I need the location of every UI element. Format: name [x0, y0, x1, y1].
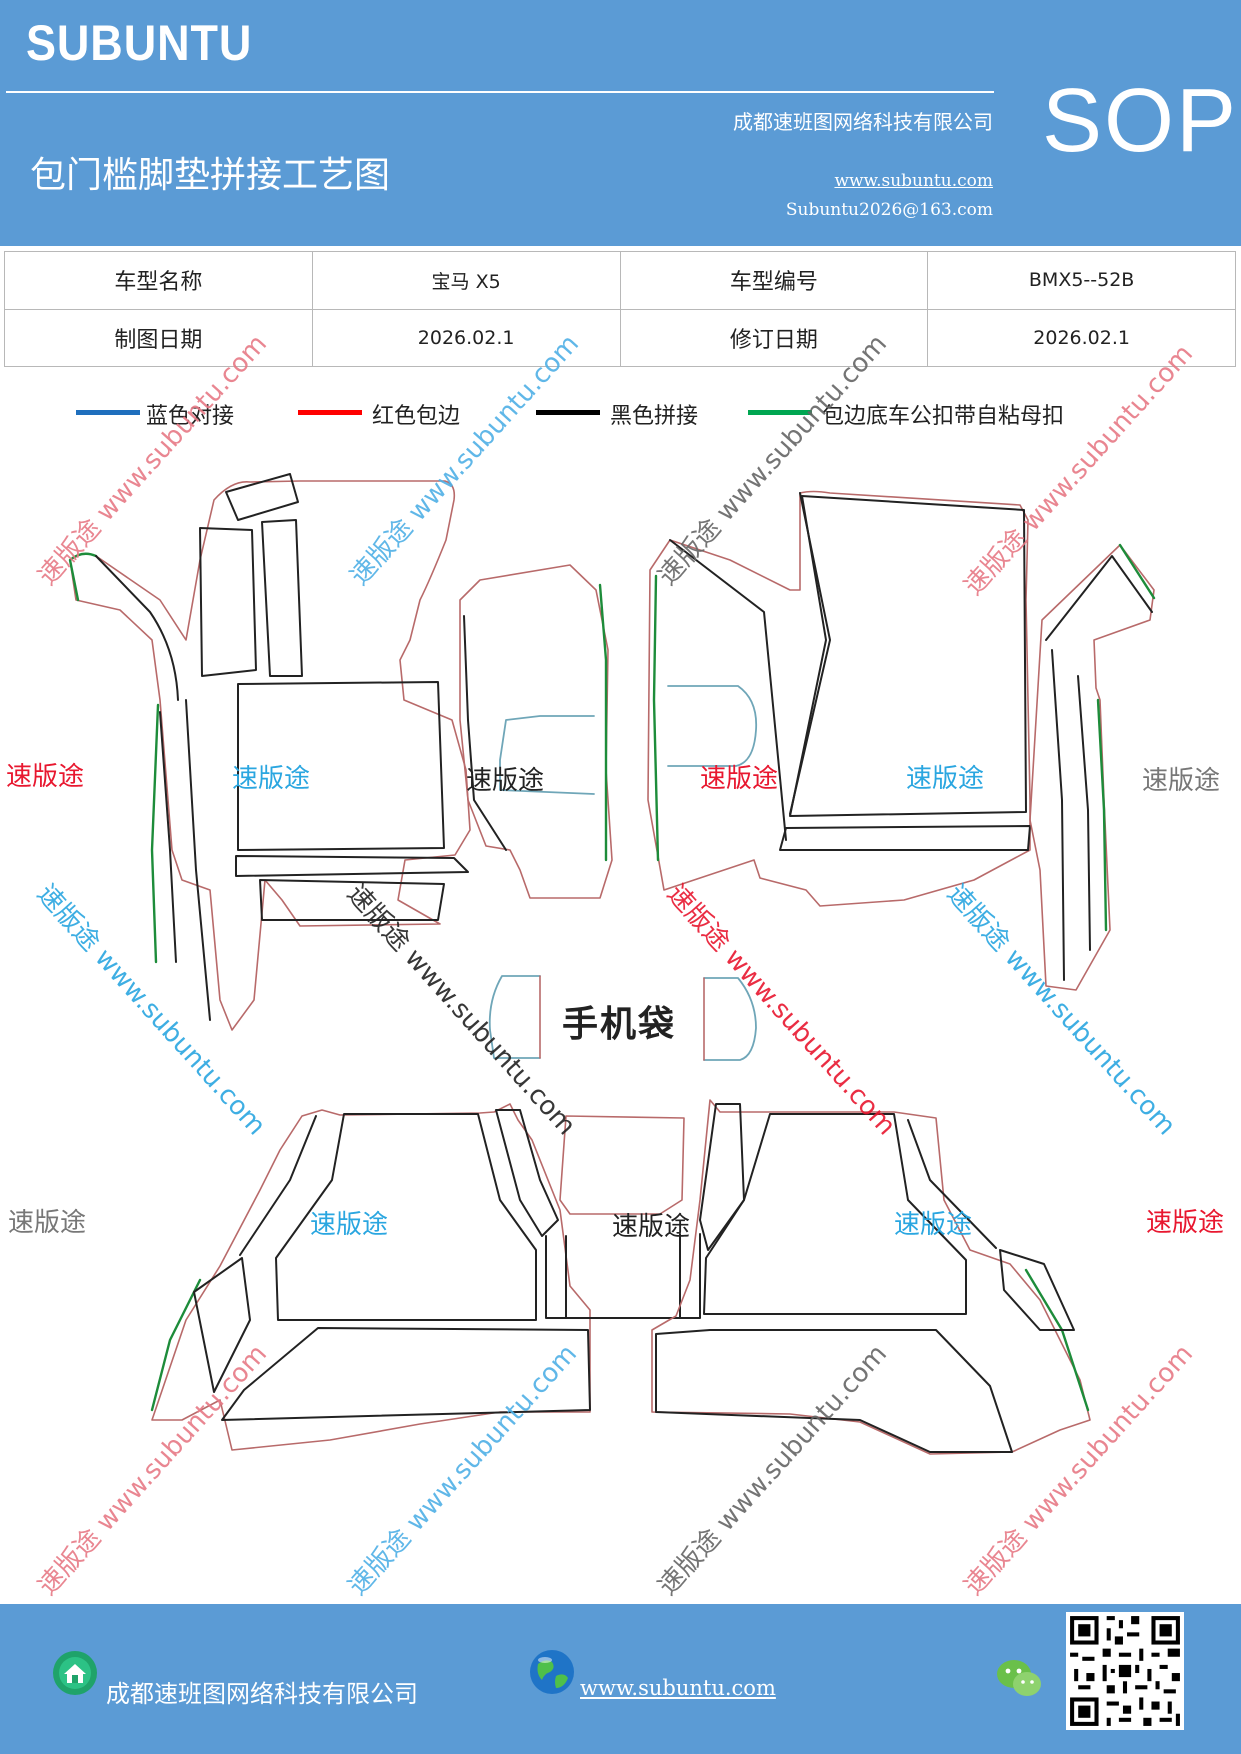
table-row: 车型名称 宝马 X5 车型编号 BMX5--52B [4, 251, 1236, 310]
front-right-mat [647, 490, 1031, 907]
black-splice-line [239, 1115, 317, 1256]
blue-butt-joint [703, 977, 757, 1061]
watermark-brand: 速版途 [906, 764, 985, 794]
watermark-brand: 速版途 [1142, 766, 1221, 796]
sub-piece-outline [221, 1327, 591, 1421]
blue-butt-joint [499, 715, 595, 795]
home-icon [53, 1651, 97, 1695]
sub-piece-outline [199, 527, 257, 677]
model-code-label: 车型编号 [619, 251, 929, 310]
sub-piece-outline [779, 825, 1031, 851]
outer-edge-outline [559, 1115, 685, 1215]
black-splice-line [185, 699, 211, 1021]
sub-piece-outline [235, 855, 469, 877]
watermark-brand: 速版途 [466, 766, 545, 796]
sub-piece-outline [495, 1109, 559, 1237]
green-velcro-edge [652, 574, 660, 862]
page-title: 包门槛脚垫拼接工艺图 [30, 155, 391, 196]
mat-splicing-diagram [68, 473, 1156, 1455]
watermark-brand: 速版途 [1146, 1208, 1225, 1238]
watermark-brand: 速版途 [232, 764, 311, 794]
draw-date-value: 2026.02.1 [311, 308, 621, 367]
email-address: Subuntu2026@163.com [785, 200, 993, 220]
rear-left-mat [150, 1103, 591, 1451]
black-splice-line [907, 1119, 997, 1249]
website-link[interactable]: www.subuntu.com [834, 171, 993, 191]
legend-swatch-red [298, 410, 362, 415]
legend-label: 红色包边 [372, 404, 461, 429]
black-splice-line [463, 615, 507, 851]
black-splice-line [679, 1233, 701, 1319]
legend-label: 包边底车公扣带自粘母扣 [822, 404, 1065, 429]
legend-swatch-black [536, 410, 600, 415]
green-velcro-edge [68, 552, 98, 602]
rear-right-mat [651, 1099, 1091, 1455]
rear-center-hump [545, 1115, 701, 1319]
table-row: 制图日期 2026.02.1 修订日期 2026.02.1 [4, 308, 1236, 367]
company-name: 成都速班图网络科技有限公司 [733, 110, 993, 134]
legend-swatch-blue [76, 410, 140, 415]
sub-piece-outline [259, 879, 445, 921]
model-name-label: 车型名称 [4, 251, 313, 310]
black-splice-line [545, 1235, 567, 1319]
legend-swatch-green [748, 410, 812, 415]
brand-logo: SUBUNTU [26, 15, 253, 71]
sub-piece-outline [699, 1103, 745, 1251]
front-left-mat [68, 473, 471, 1031]
black-splice-line [1077, 675, 1091, 951]
watermark-brand: 速版途 [310, 1210, 389, 1240]
sop-label: SOP [1042, 71, 1239, 171]
draw-date-label: 制图日期 [4, 308, 313, 367]
green-velcro-edge [598, 583, 608, 862]
phone-pocket-pieces [488, 975, 757, 1061]
sub-piece-outline [193, 1257, 251, 1393]
wechat-icon [997, 1660, 1041, 1696]
black-splice-line [669, 539, 787, 841]
footer-banner: 成都速班图网络科技有限公司 www.subuntu.com [0, 1604, 1241, 1754]
watermark-brand: 速版途 [700, 764, 779, 794]
main-floor-panel [237, 681, 445, 851]
sub-piece-outline [655, 1329, 1013, 1453]
green-velcro-edge [1096, 698, 1108, 932]
green-velcro-edge [150, 1278, 202, 1412]
outer-edge-outline [459, 564, 613, 899]
globe-icon [530, 1650, 574, 1694]
watermark-brand: 速版途 [6, 762, 85, 792]
front-center-mat [459, 564, 613, 899]
main-floor-panel [789, 495, 1027, 817]
footer-website-link[interactable]: www.subuntu.com [580, 1676, 776, 1700]
outer-edge-outline [651, 1099, 1091, 1455]
vehicle-info-table: 车型名称 宝马 X5 车型编号 BMX5--52B 制图日期 2026.02.1… [4, 251, 1236, 367]
black-splice-line [95, 555, 179, 701]
sub-piece-outline [999, 1249, 1075, 1331]
black-splice-line [159, 711, 177, 963]
phone-pocket-label: 手机袋 [562, 1004, 677, 1045]
sub-piece-outline [261, 519, 303, 677]
revise-date-value: 2026.02.1 [927, 308, 1236, 367]
watermark-brand: 速版途 [8, 1208, 87, 1238]
footer-company-name: 成都速班图网络科技有限公司 [106, 1680, 418, 1708]
header-banner: SUBUNTU 包门槛脚垫拼接工艺图 成都速班图网络科技有限公司 www.sub… [0, 0, 1241, 246]
model-name-value: 宝马 X5 [311, 251, 621, 310]
outer-edge-outline [1029, 544, 1155, 991]
green-velcro-edge [1118, 543, 1156, 600]
main-floor-panel [703, 1113, 967, 1315]
main-floor-panel [275, 1113, 537, 1321]
watermark-brand: 速版途 [612, 1212, 691, 1242]
black-splice-line [1051, 649, 1065, 981]
green-velcro-edge [150, 703, 160, 964]
black-splice-line [1045, 555, 1153, 641]
qr-code-icon [1066, 1612, 1184, 1730]
model-code-value: BMX5--52B [927, 251, 1236, 310]
legend-label: 蓝色对接 [146, 404, 235, 429]
header-divider [6, 91, 994, 93]
sub-piece-outline [225, 473, 299, 521]
legend-label: 黑色拼接 [610, 404, 699, 429]
blue-butt-joint [667, 685, 758, 767]
blue-butt-joint [488, 975, 541, 1059]
watermark-brand: 速版途 [894, 1210, 973, 1240]
front-right-side-strip [1029, 543, 1156, 991]
